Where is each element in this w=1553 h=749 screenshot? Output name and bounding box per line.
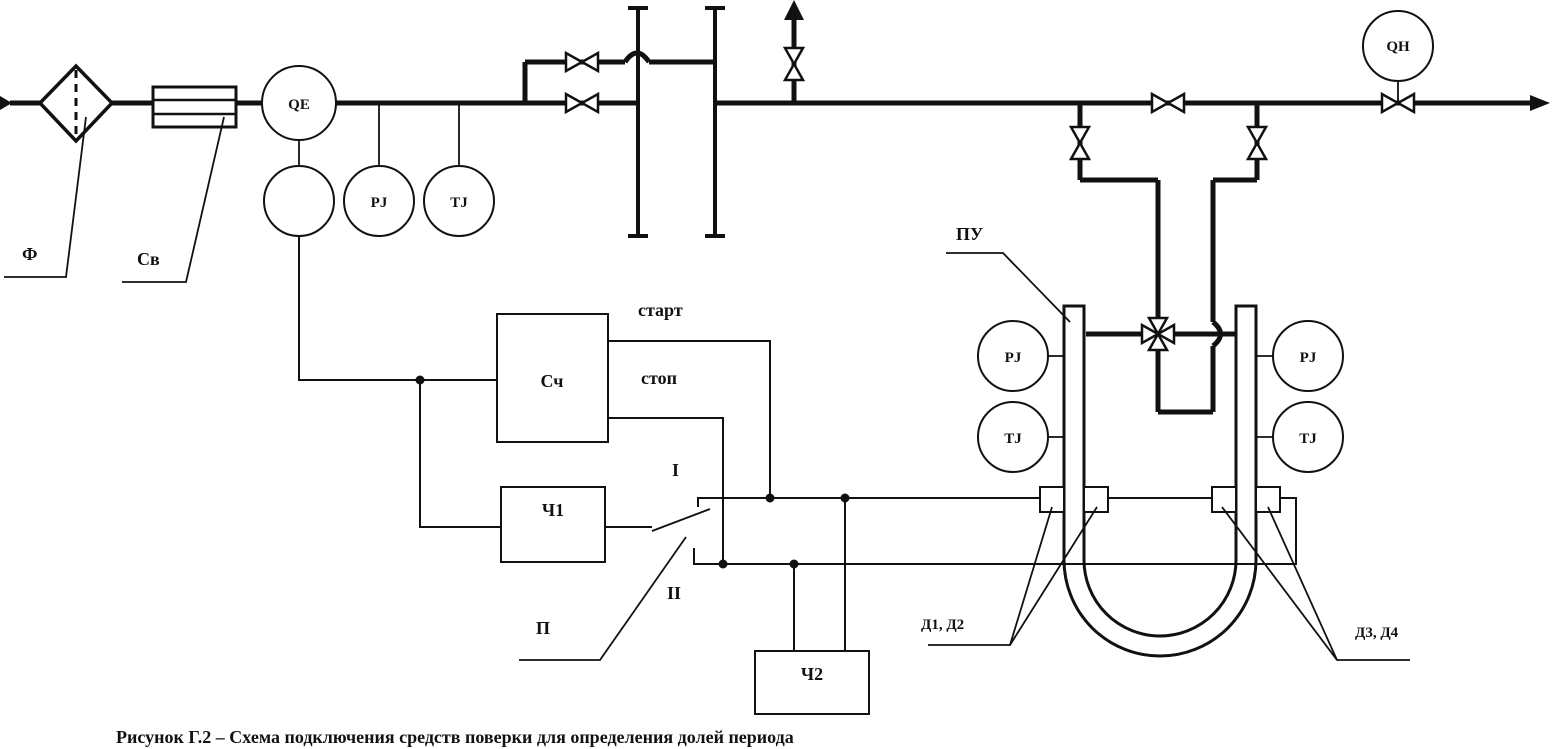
prover-u-tube	[1062, 304, 1258, 658]
switch-label: П	[536, 618, 550, 638]
valve-prover-left	[1068, 125, 1092, 161]
tj-left-label: TJ	[1004, 431, 1022, 447]
qe-label: QE	[288, 97, 310, 113]
pj-inlet-label: PJ	[371, 195, 388, 211]
filter-label: Ф	[22, 244, 37, 264]
timer1-label: Ч1	[542, 500, 564, 520]
pressure-gauge-inlet	[343, 165, 415, 237]
prover-branches	[1077, 103, 1260, 415]
timer1-block	[500, 486, 606, 563]
filter-symbol	[37, 63, 115, 144]
four-way-valve	[1140, 316, 1176, 352]
signal-wiring	[298, 236, 1297, 651]
counter-block	[496, 313, 609, 443]
straightener-label: Св	[137, 249, 160, 269]
qh-label: QH	[1386, 39, 1410, 55]
leader-lines	[4, 116, 1410, 661]
figure-caption: Рисунок Г.2 – Схема подключения средств …	[116, 727, 794, 747]
stop-label: стоп	[641, 368, 677, 388]
pj-right-label: PJ	[1300, 350, 1317, 366]
valve-bypass-top	[564, 50, 600, 74]
tj-inlet-label: TJ	[450, 195, 468, 211]
flange-pair	[628, 6, 725, 238]
thermometer-inlet	[423, 165, 495, 237]
tj-right-label: TJ	[1299, 431, 1317, 447]
valve-outlet	[1380, 91, 1416, 115]
meter-transmitter-circle	[263, 165, 335, 237]
bypass-branch	[522, 50, 715, 103]
timer2-block	[754, 650, 870, 715]
pj-left-label: PJ	[1005, 350, 1022, 366]
detectors-d1-d2-label: Д1, Д2	[921, 617, 964, 633]
vent-branch	[782, 0, 806, 103]
timer2-label: Ч2	[801, 664, 823, 684]
detector-d3	[1211, 486, 1237, 513]
detector-d2	[1083, 486, 1109, 513]
switch-position-2-label: II	[667, 583, 681, 603]
valve-prover-right	[1245, 125, 1269, 161]
start-label: старт	[638, 300, 683, 320]
switch-position-1-label: I	[672, 460, 679, 480]
prover-label: ПУ	[956, 224, 983, 244]
flow-straightener	[151, 85, 238, 129]
counter-label: Сч	[541, 371, 564, 391]
valve-main-line	[1150, 91, 1186, 115]
outlet-arrow	[1530, 95, 1550, 111]
valve-bypass-bottom	[564, 91, 600, 115]
detectors-d3-d4-label: Д3, Д4	[1355, 625, 1399, 641]
